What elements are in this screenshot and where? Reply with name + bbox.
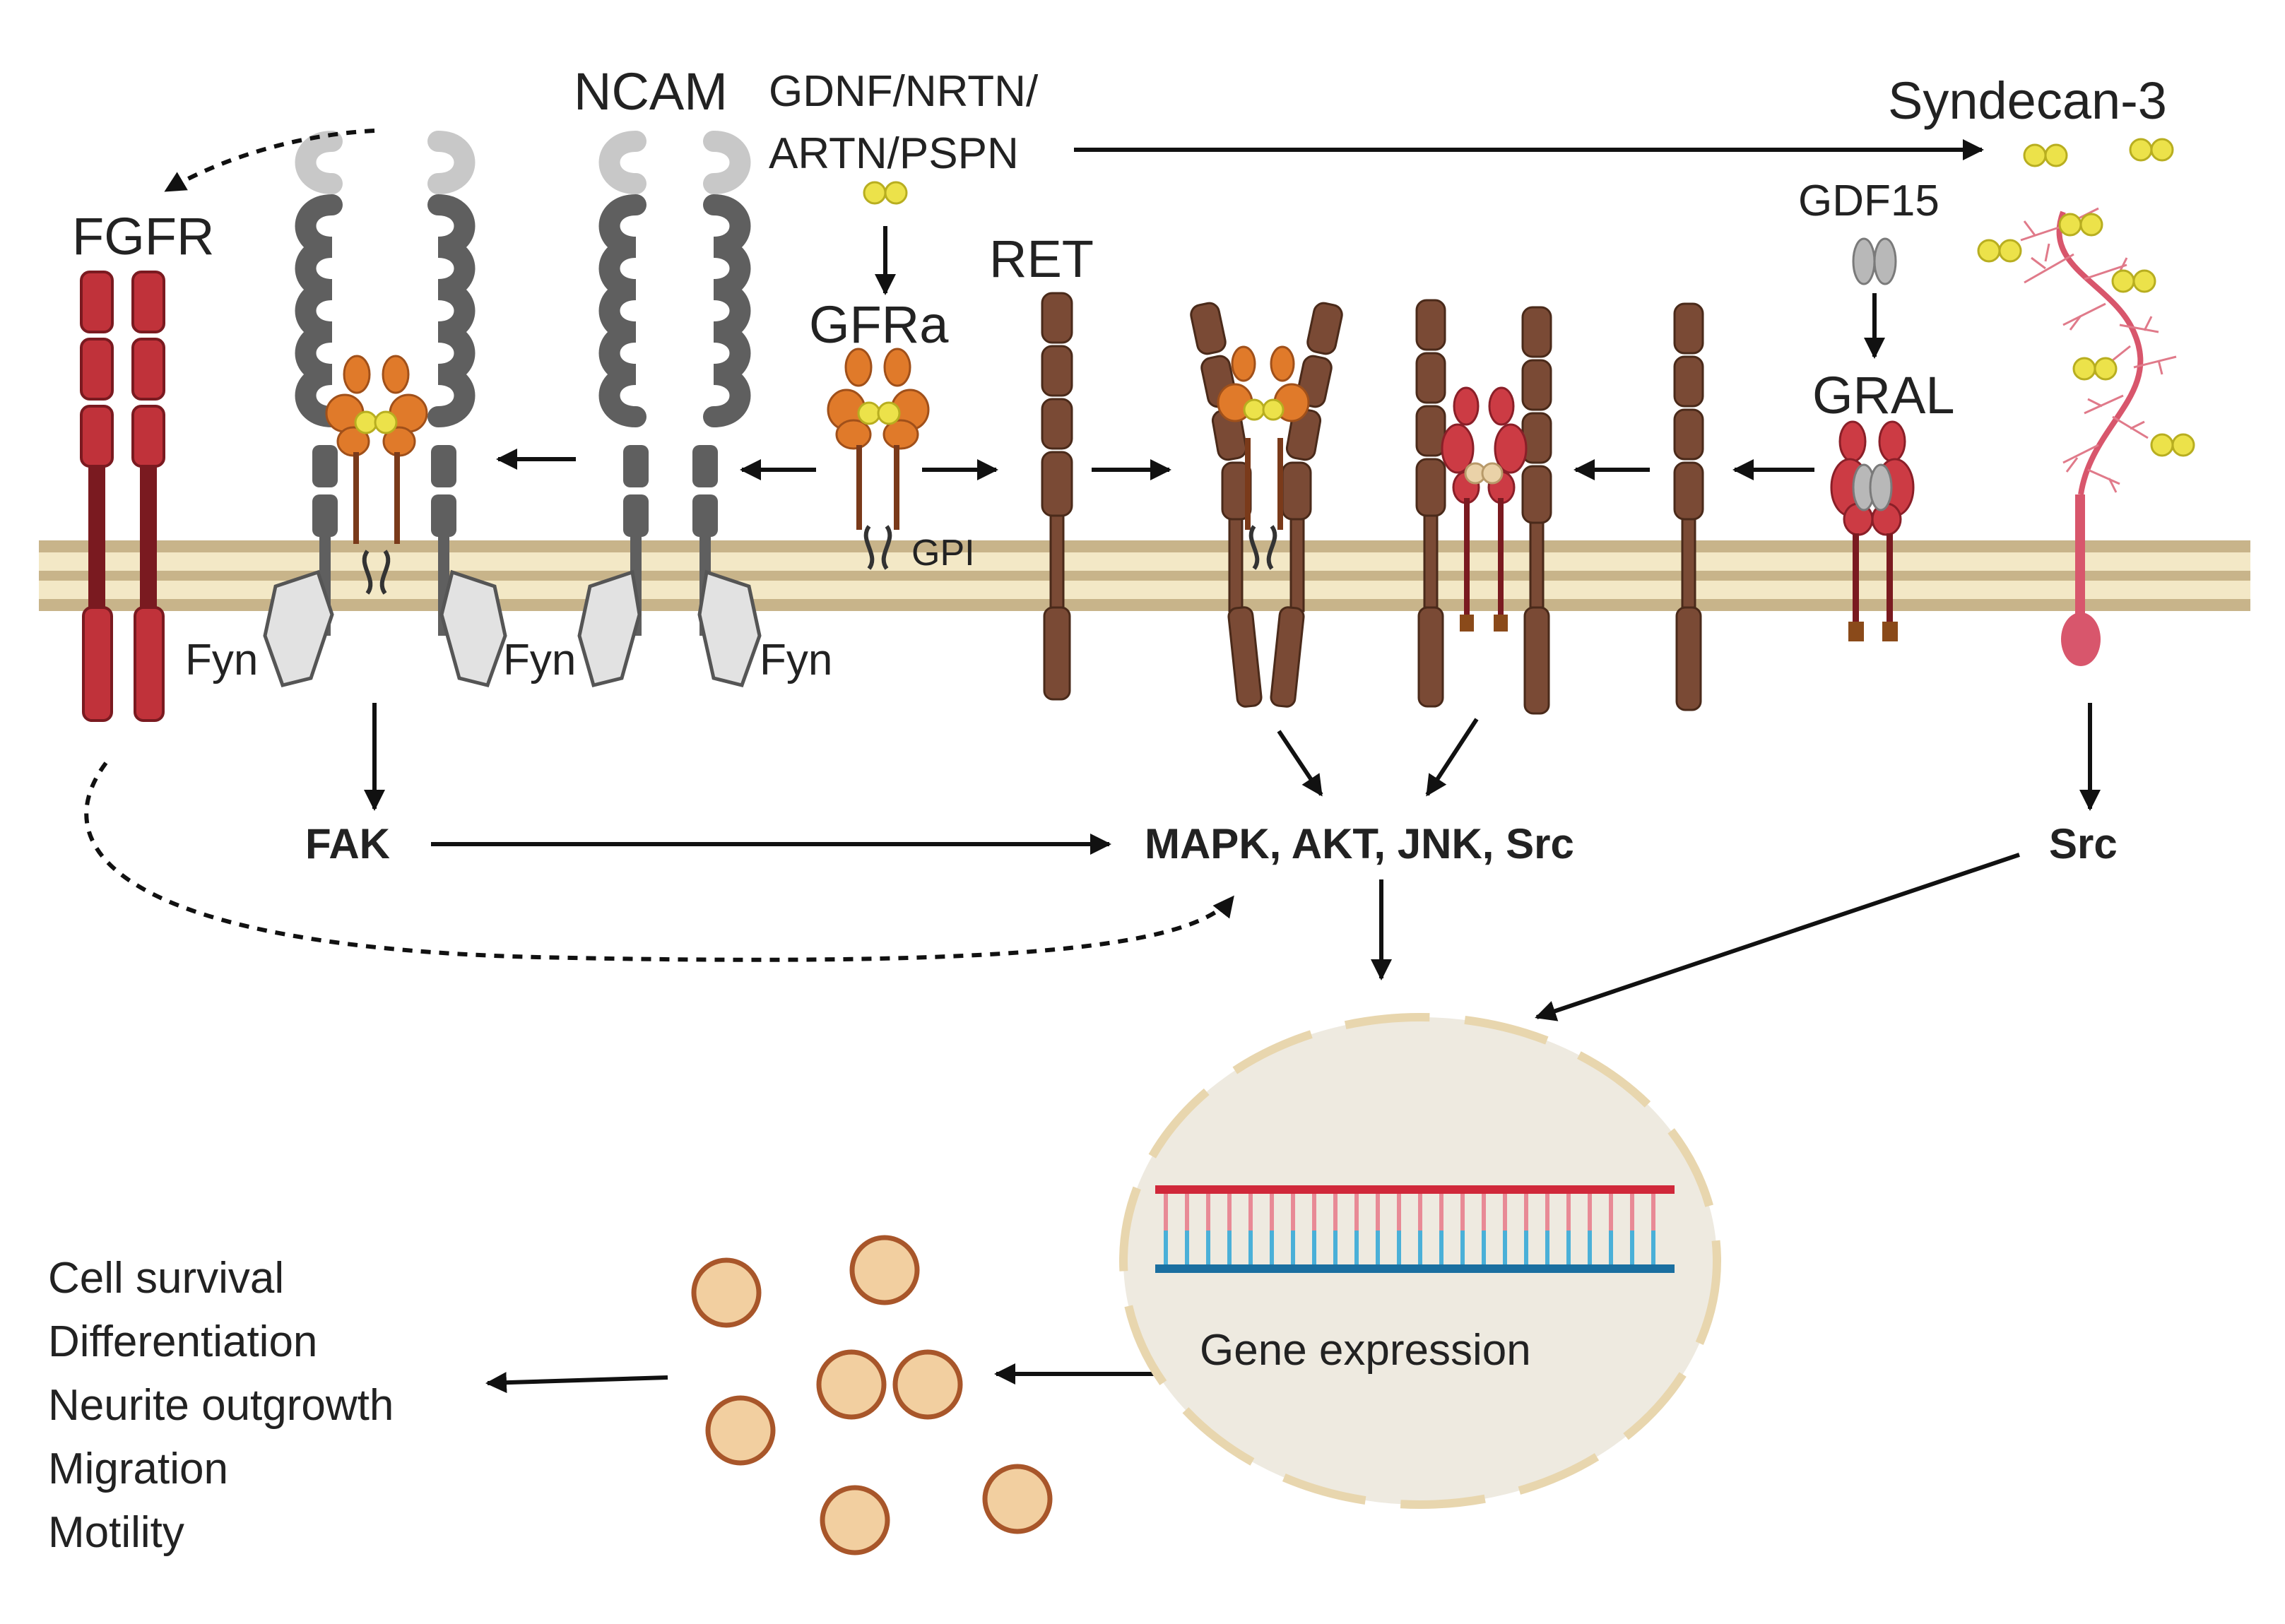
arrows <box>84 129 2101 1394</box>
syndecan-3 <box>1977 138 2195 666</box>
outcome-item: Neurite outgrowth <box>48 1381 394 1430</box>
outcome-item: Motility <box>48 1508 184 1557</box>
label-fak: FAK <box>305 820 390 867</box>
label-ligands-line2: ARTN/PSPN <box>769 129 1019 178</box>
label-src: Src <box>2049 820 2118 867</box>
label-gral: GRAL <box>1812 366 1955 425</box>
label-fyn-2: Fyn <box>503 636 576 684</box>
outcome-item: Migration <box>48 1445 228 1493</box>
gfra-receptor <box>827 181 930 570</box>
label-gpi: GPI <box>911 533 975 574</box>
ncam-dimer <box>577 131 762 688</box>
label-ret: RET <box>989 230 1094 288</box>
label-pathways: MAPK, AKT, JNK, Src <box>1145 820 1574 867</box>
label-syndecan: Syndecan-3 <box>1888 71 2167 130</box>
ret-gfra-complex <box>1190 302 1343 708</box>
ret-gral-complex <box>1415 299 1552 715</box>
label-fyn-3: Fyn <box>760 636 832 684</box>
ret-receptor <box>1041 292 1073 701</box>
ncam-complex-left <box>263 131 507 687</box>
fgfr-receptor <box>80 271 165 722</box>
cell-membrane <box>39 540 2250 611</box>
outcome-item: Differentiation <box>48 1317 317 1366</box>
gral-receptor <box>1830 237 1915 641</box>
label-gene-expression: Gene expression <box>1200 1326 1531 1375</box>
protein-vesicles <box>691 1235 1053 1555</box>
label-fgfr: FGFR <box>72 207 214 266</box>
label-fyn-1: Fyn <box>185 636 258 684</box>
label-gdf15: GDF15 <box>1798 177 1939 225</box>
outcome-item: Cell survival <box>48 1254 284 1303</box>
ret-receptor-right <box>1673 302 1704 711</box>
outcome-list: Cell survival Differentiation Neurite ou… <box>48 1254 394 1557</box>
label-gfra: GFRa <box>809 295 949 354</box>
label-ligands-line1: GDNF/NRTN/ <box>769 67 1039 116</box>
dna-strand <box>1155 1185 1675 1273</box>
label-ncam: NCAM <box>574 62 728 121</box>
